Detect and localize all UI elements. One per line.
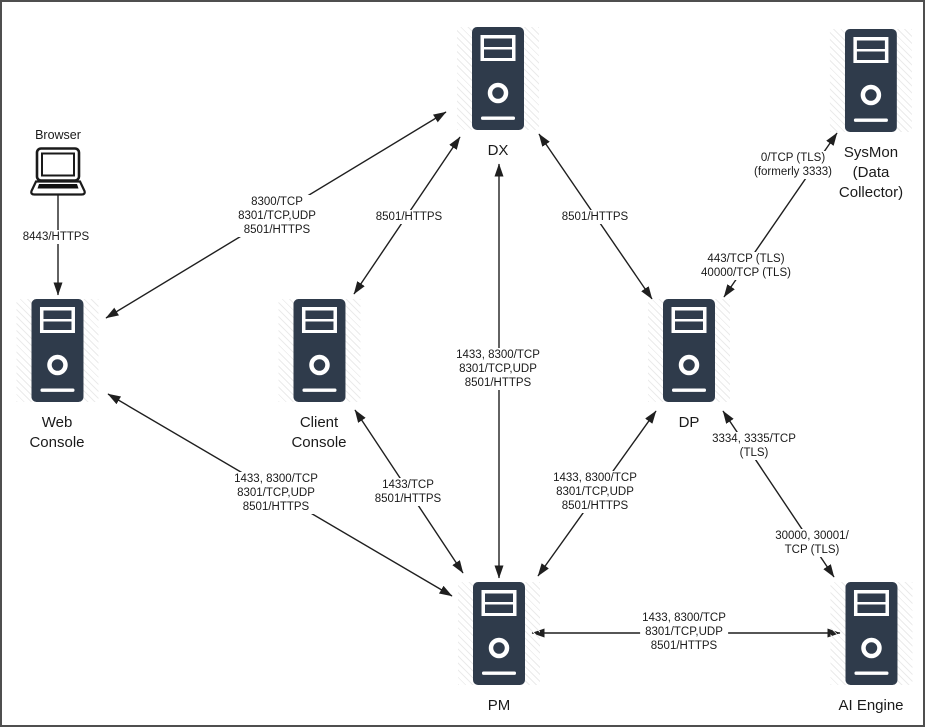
edge-label-line: 8301/TCP,UDP: [556, 486, 634, 498]
edge-label-line: (TLS): [739, 447, 769, 459]
edge-label-line: 30000, 30001/: [775, 530, 849, 542]
edge-label-pm-ai-engine: 1433, 8300/TCP 8301/TCP,UDP 8501/HTTPS: [640, 611, 728, 653]
edge-label-web-console-pm: 1433, 8300/TCP 8301/TCP,UDP 8501/HTTPS: [232, 472, 320, 514]
node-label-pm: PM: [473, 696, 525, 716]
edge-label-line: 8501/HTTPS: [561, 211, 629, 223]
edge-label-line: 8501/HTTPS: [374, 493, 442, 505]
edge-label-line: 1433, 8300/TCP: [234, 473, 318, 485]
node-label-line: Console: [29, 434, 85, 451]
edge-label-line: 8301/TCP,UDP: [237, 487, 315, 499]
node-ai-engine: AI Engine: [829, 582, 912, 716]
edge-label-line: 1433, 8300/TCP: [642, 612, 726, 624]
node-label-ai-engine: AI Engine: [838, 696, 904, 716]
edge-label-line: 8501/HTTPS: [242, 501, 310, 513]
node-dx: DX: [457, 27, 539, 161]
server-icon: [845, 29, 897, 132]
edge-label-client-console-dx: 8501/HTTPS: [373, 210, 445, 224]
node-dp: DP: [648, 299, 730, 433]
node-label-line: SysMon: [843, 144, 899, 161]
edge-label-dp-ai-engine-2: 30000, 30001/TCP (TLS): [773, 529, 851, 557]
server-icon: [663, 299, 715, 402]
edge-label-line: (formerly 3333): [754, 166, 832, 178]
node-label-line: Browser: [35, 128, 81, 142]
server-icon: [473, 582, 525, 685]
node-browser: Browser: [29, 128, 87, 202]
edge-label-line: TCP (TLS): [784, 544, 840, 556]
node-pm: PM: [458, 582, 540, 716]
node-label-line: Web: [41, 414, 73, 431]
edge-label-line: 8501/HTTPS: [375, 211, 443, 223]
edge-label-line: 8501/HTTPS: [561, 500, 629, 512]
server-icon: [292, 299, 345, 402]
edge-label-line: 8443/HTTPS: [22, 231, 90, 243]
edge-label-sysmon-dp-2: 443/TCP (TLS) 40000/TCP (TLS): [699, 252, 793, 280]
edge-label-dp-ai-engine-1: 3334, 3335/TCP (TLS): [710, 432, 798, 460]
edge-label-line: 3334, 3335/TCP: [712, 433, 796, 445]
node-label-line: Console: [291, 434, 347, 451]
edge-label-line: 0/TCP (TLS): [760, 152, 826, 164]
edge-label-web-console-dx: 8300/TCP 8301/TCP,UDP 8501/HTTPS: [236, 195, 318, 237]
edge-label-line: 40000/TCP (TLS): [701, 267, 791, 279]
node-label-line: (Data: [852, 164, 890, 181]
edge-label-line: 8301/TCP,UDP: [645, 626, 723, 638]
node-label-line: DX: [487, 142, 509, 159]
edge-label-line: 1433/TCP: [382, 479, 434, 491]
edge-label-browser-web-console: 8443/HTTPS: [20, 230, 92, 244]
edge-label-line: 8501/HTTPS: [464, 377, 532, 389]
edge-label-line: 8301/TCP,UDP: [459, 363, 537, 375]
edge-label-line: 8501/HTTPS: [243, 224, 311, 236]
laptop-icon: [30, 147, 86, 196]
server-icon: [472, 27, 524, 130]
node-label-line: AI Engine: [838, 697, 904, 714]
edge-label-client-console-pm: 1433/TCP 8501/HTTPS: [372, 478, 444, 506]
node-label-line: Collector): [838, 184, 904, 201]
edge-label-line: 1433, 8300/TCP: [456, 349, 540, 361]
edge-label-dx-pm: 1433, 8300/TCP 8301/TCP,UDP 8501/HTTPS: [454, 348, 542, 390]
node-label-browser: Browser: [29, 128, 87, 143]
node-label-dx: DX: [472, 141, 524, 161]
node-label-line: PM: [487, 697, 511, 714]
edge-label-line: 1433, 8300/TCP: [553, 472, 637, 484]
edge-label-line: 8300/TCP: [251, 196, 303, 208]
server-icon: [844, 582, 897, 685]
node-label-line: Client: [299, 414, 339, 431]
node-label-dp: DP: [663, 413, 715, 433]
edge-label-line: 8301/TCP,UDP: [238, 210, 316, 222]
edge-label-dp-dx: 8501/HTTPS: [559, 210, 631, 224]
node-label-line: DP: [678, 414, 700, 431]
edge-label-line: 8501/HTTPS: [650, 640, 718, 652]
server-icon: [30, 299, 83, 402]
edge-label-dp-pm: 1433, 8300/TCP 8301/TCP,UDP 8501/HTTPS: [551, 471, 639, 513]
edge-label-sysmon-dp-1: 0/TCP (TLS) (formerly 3333): [752, 151, 834, 179]
edge-label-line: 443/TCP (TLS): [707, 253, 785, 265]
